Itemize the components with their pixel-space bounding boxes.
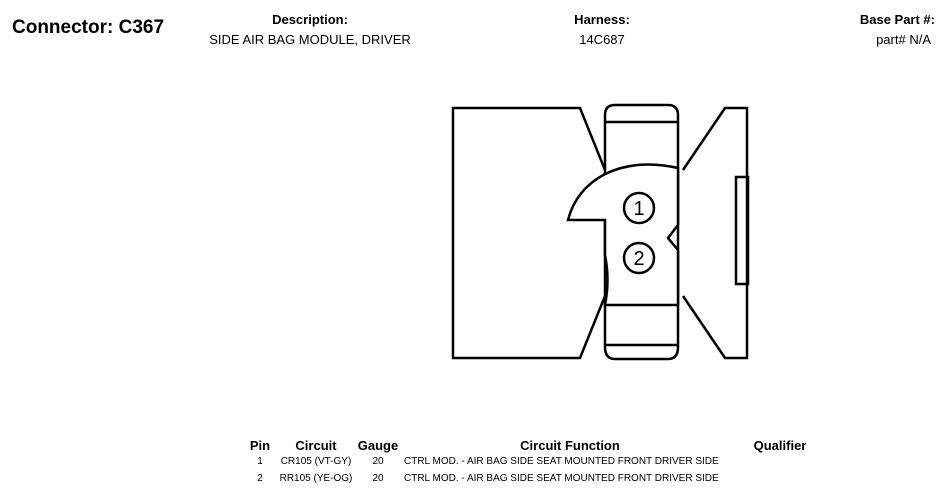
base-part-label: Base Part #:	[859, 12, 935, 27]
table-row: 2 RR105 (YE-OG) 20 CTRL MOD. - AIR BAG S…	[244, 470, 820, 487]
pin-cavities: 1 2	[622, 191, 656, 275]
pin-table-header-row: Pin Circuit Gauge Circuit Function Quali…	[244, 437, 820, 453]
connector-left-housing	[451, 106, 607, 360]
circuit-cell: RR105 (YE-OG)	[279, 473, 353, 484]
table-row: 1 CR105 (VT-GY) 20 CTRL MOD. - AIR BAG S…	[244, 453, 820, 470]
pin-number-2: 2	[633, 248, 644, 270]
harness-label: Harness:	[574, 12, 630, 27]
circuit-column-header: Circuit	[295, 438, 337, 453]
pin-table: Pin Circuit Gauge Circuit Function Quali…	[244, 437, 820, 487]
harness-value: 14C687	[579, 32, 625, 47]
gauge-cell: 20	[372, 456, 384, 467]
connector-center-insert	[603, 103, 680, 361]
connector-right-housing	[681, 106, 749, 360]
qualifier-cell	[740, 453, 820, 470]
gauge-cell: 20	[372, 473, 384, 484]
pin-cell: 2	[257, 473, 263, 484]
connector-title: Connector: C367	[12, 17, 165, 38]
gauge-column-header: Gauge	[357, 438, 399, 453]
qualifier-cell	[740, 470, 820, 487]
pin-column-header: Pin	[249, 438, 271, 453]
qualifier-column-header: Qualifier	[753, 438, 807, 453]
connector-latch-slot	[734, 175, 750, 286]
description-value: SIDE AIR BAG MODULE, DRIVER	[209, 32, 411, 47]
connector-face-diagram: 1 2	[451, 103, 750, 361]
description-label: Description:	[272, 12, 348, 27]
base-part-value: part# N/A	[876, 32, 931, 47]
pin-cavity-1	[622, 191, 656, 225]
function-column-header: Circuit Function	[520, 438, 620, 453]
pin-cavity-2	[622, 241, 656, 275]
pin-cell: 1	[257, 456, 263, 467]
function-cell: CTRL MOD. - AIR BAG SIDE SEAT MOUNTED FR…	[404, 456, 719, 467]
connector-keying-profile	[566, 163, 680, 307]
pin-number-1: 1	[633, 198, 644, 220]
function-cell: CTRL MOD. - AIR BAG SIDE SEAT MOUNTED FR…	[404, 473, 719, 484]
circuit-cell: CR105 (VT-GY)	[280, 456, 352, 467]
